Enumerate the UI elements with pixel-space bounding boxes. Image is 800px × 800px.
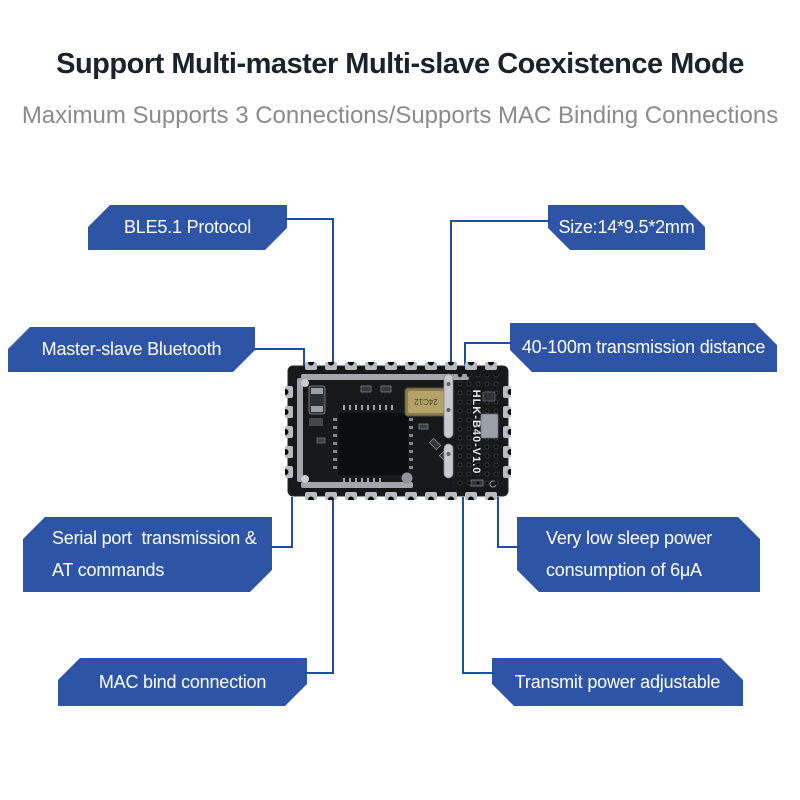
connector-size-h [450,220,550,222]
module-photo: 24C12 HLK-B40-V1.0 [285,362,511,500]
connector-size-v [450,220,452,365]
callout-transmit-power-label: Transmit power adjustable [514,671,721,692]
callout-transmission-distance: 40-100m transmission distance [510,323,777,372]
ic-pad-rows [343,405,393,482]
callout-ble-protocol: BLE5.1 Protocol [88,205,287,250]
solder-blob-bottom-left [301,475,309,483]
smd-component-large [308,385,326,426]
callout-serial-at-line1: Serial port transmission & [52,528,257,548]
connector-sleep-v [497,497,499,548]
callout-mac-bind: MAC bind connection [58,658,307,706]
callout-mac-bind-label: MAC bind connection [98,671,267,692]
connector-master-slave-h [253,348,305,350]
page-title: Support Multi-master Multi-slave Coexist… [56,48,744,80]
connector-distance-v [464,342,466,365]
callout-serial-at: Serial port transmission & AT commands [23,517,272,592]
module-silkscreen-label: HLK-B40-V1.0 [470,390,482,475]
callout-serial-at-line2: AT commands [52,560,165,580]
connector-ble-v [332,218,334,365]
callout-master-slave: Master-slave Bluetooth [8,327,255,372]
connector-sleep-h [497,546,520,548]
connector-transmit-v [462,497,464,674]
connector-ble-h [285,218,334,220]
crystal-oscillator: 24C12 [404,387,448,417]
callout-ble-protocol-label: BLE5.1 Protocol [123,217,252,237]
page-subtitle: Maximum Supports 3 Connections/Supports … [21,102,779,129]
callout-size-label: Size:14*9.5*2mm [558,217,695,237]
shield-component [480,391,499,439]
callout-size: Size:14*9.5*2mm [548,205,705,250]
solder-blob-top-left [301,379,309,387]
connector-mac-h [304,672,334,674]
connector-serial-v [291,497,293,548]
connector-mac-v [332,497,334,674]
crystal-label: 24C12 [414,397,438,406]
callout-sleep-power: Very low sleep power consumption of 6μA [517,517,760,592]
callout-master-slave-label: Master-slave Bluetooth [41,339,222,359]
round-pad [401,472,413,484]
main-ic [333,411,413,477]
connector-distance-h [464,342,512,344]
callout-sleep-power-line2: consumption of 6μA [546,560,702,580]
callout-transmit-power: Transmit power adjustable [492,658,743,706]
connector-transmit-h [462,672,495,674]
callout-sleep-power-line1: Very low sleep power [546,528,713,548]
ground-strips [297,374,469,488]
connector-serial-h [270,546,293,548]
rf-strip [443,373,454,479]
callout-transmission-distance-label: 40-100m transmission distance [521,337,766,357]
connector-master-slave-v [303,348,305,366]
